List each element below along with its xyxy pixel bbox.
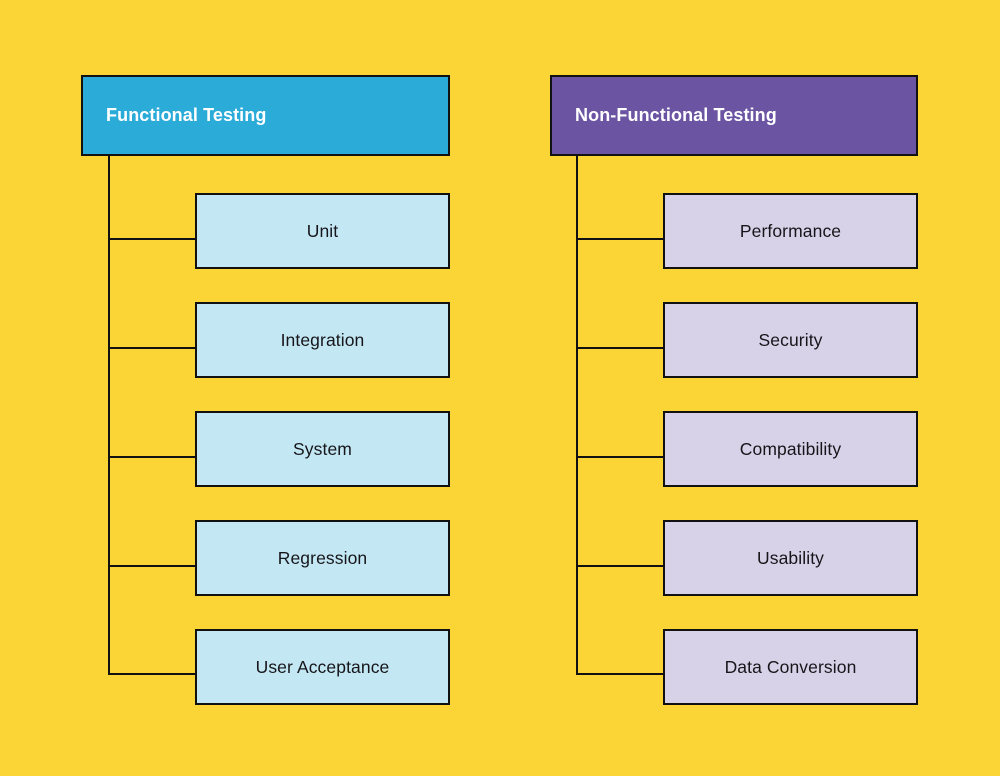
connector-branch-regression [108,565,195,567]
connector-branch-user-acceptance [108,673,195,675]
connector-branch-unit [108,238,195,240]
node-label: System [293,438,352,459]
node-label: Functional Testing [106,105,267,126]
node-security[interactable]: Security [663,302,918,378]
node-regression[interactable]: Regression [195,520,450,596]
node-performance[interactable]: Performance [663,193,918,269]
connector-branch-performance [576,238,663,240]
node-unit[interactable]: Unit [195,193,450,269]
node-label: User Acceptance [255,656,390,677]
node-user-acceptance[interactable]: User Acceptance [195,629,450,705]
connector-branch-compatibility [576,456,663,458]
connector-branch-integration [108,347,195,349]
connector-trunk-functional [108,156,110,673]
node-label: Non-Functional Testing [575,105,777,126]
connector-branch-data-conversion [576,673,663,675]
node-functional-testing-header[interactable]: Functional Testing [81,75,450,156]
node-label: Usability [756,547,825,568]
connector-branch-security [576,347,663,349]
node-system[interactable]: System [195,411,450,487]
connector-branch-system [108,456,195,458]
node-label: Performance [739,220,842,241]
node-label: Data Conversion [724,656,857,677]
node-label: Regression [277,547,368,568]
connector-branch-usability [576,565,663,567]
node-label: Compatibility [739,438,842,459]
connector-trunk-non-functional [576,156,578,673]
node-non-functional-testing-header[interactable]: Non-Functional Testing [550,75,918,156]
node-label: Security [758,329,823,350]
node-usability[interactable]: Usability [663,520,918,596]
node-data-conversion[interactable]: Data Conversion [663,629,918,705]
node-label: Integration [280,329,365,350]
node-compatibility[interactable]: Compatibility [663,411,918,487]
node-label: Unit [306,220,339,241]
node-integration[interactable]: Integration [195,302,450,378]
